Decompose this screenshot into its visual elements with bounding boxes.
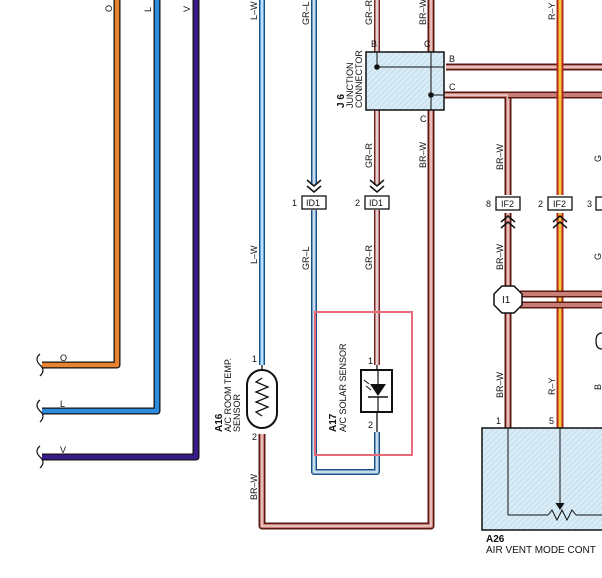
a16-pin2: 2 [252, 432, 257, 442]
connector-edge [595, 196, 602, 211]
label-top-grl: GR–L [301, 1, 311, 25]
label-mid-grr2: GR–R [364, 244, 374, 270]
connector-id1-b-pin: 2 [355, 198, 360, 208]
a17-line1: A/C SOLAR SENSOR [338, 343, 348, 432]
wire-brw-main [258, 0, 435, 530]
connector-if2-b-label: IF2 [553, 199, 566, 209]
wire-v [42, 0, 200, 461]
j6-pin-c-bottom: C [420, 114, 427, 124]
label-top-ry: R–Y [547, 2, 557, 20]
label-edge-g2: G [593, 253, 602, 260]
j6-id: J 6 [336, 94, 347, 108]
label-top-v: V [182, 6, 192, 12]
connector-if2-a-label: IF2 [501, 199, 514, 209]
label-mid-lw: L–W [249, 245, 259, 264]
a26-id: A26 [486, 534, 505, 545]
j6-pin-c-right: C [449, 82, 456, 92]
wire-break-marks [36, 353, 44, 469]
a17-pin1: 1 [368, 356, 373, 366]
label-mid-brw: BR–W [418, 141, 428, 168]
label-top-o: O [104, 5, 114, 12]
a26-pin1: 1 [496, 416, 501, 426]
connector-id1-a-pin: 1 [292, 198, 297, 208]
a16-room-temp-sensor [246, 365, 278, 429]
label-mid-grl: GR–L [301, 246, 311, 270]
label-top-grr: GR–R [364, 0, 374, 25]
a26-name: AIR VENT MODE CONT [486, 545, 596, 556]
label-right-brw3: BR–W [495, 371, 505, 398]
junction-connector-j6 [365, 51, 445, 111]
a16-id: A16 [214, 413, 225, 432]
connector-if2-a [495, 196, 521, 229]
connector-i1 [493, 285, 523, 314]
a17-pin2: 2 [368, 420, 373, 430]
j6-line1: JUNCTION [345, 63, 355, 109]
label-right-ry: R–Y [547, 377, 557, 395]
j6-pin-c-top: C [424, 39, 431, 49]
a26-pin5: 5 [549, 416, 554, 426]
a17-id: A17 [328, 413, 339, 432]
label-left-l: L [60, 399, 65, 409]
a16-pin1: 1 [252, 354, 257, 364]
label-edge-g1: G [593, 155, 602, 162]
connector-id1-a-label: ID1 [306, 198, 320, 208]
label-bottom-brw: BR–W [249, 473, 259, 500]
label-mid-grr: GR–R [364, 142, 374, 168]
j6-pin-b-right: B [449, 54, 455, 64]
label-top-l: L [143, 7, 153, 12]
a17-solar-sensor [360, 365, 393, 432]
wire-o [42, 0, 121, 369]
connector-id1-b [364, 179, 390, 210]
label-edge-b: B [593, 384, 602, 390]
connector-if2-a-pin: 8 [486, 199, 491, 209]
a26-air-vent-mode-control [481, 427, 602, 531]
a16-line1: A/C ROOM TEMP. [223, 358, 233, 432]
connector-id1-a [301, 179, 327, 210]
j6-line2: CONNECTOR [354, 50, 364, 108]
a17-highlight-box [314, 311, 413, 456]
connector-i1-label: I1 [502, 295, 511, 306]
label-left-o: O [60, 353, 67, 363]
a16-line2: SENSOR [232, 393, 242, 432]
wire-l [42, 0, 161, 415]
label-top-lw: L–W [249, 1, 259, 20]
edge-shape [595, 332, 602, 350]
connector-if2-b-pin: 2 [538, 199, 543, 209]
label-top-brw: BR–W [418, 0, 428, 25]
connector-edge-pin: 3 [587, 199, 592, 209]
wire-i1-branches [520, 290, 602, 309]
j6-pin-b-top: B [371, 39, 377, 49]
label-right-brw2: BR–W [495, 243, 505, 270]
connector-if2-b [547, 196, 573, 229]
connector-id1-b-label: ID1 [369, 198, 383, 208]
label-right-brw1: BR–W [495, 143, 505, 170]
label-left-v: V [60, 445, 66, 455]
